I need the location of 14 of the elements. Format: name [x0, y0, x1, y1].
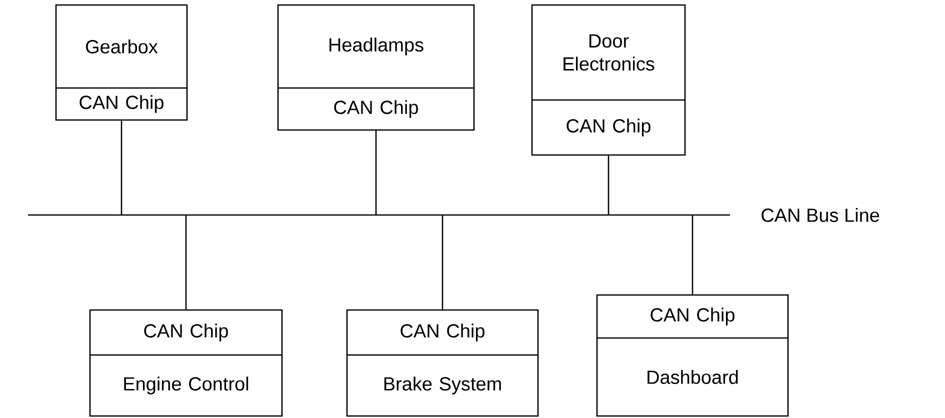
connector-line — [442, 215, 444, 310]
connector-line — [692, 215, 694, 294]
bus-label: CAN Bus Line — [762, 208, 880, 222]
connector-line — [185, 215, 187, 310]
module-box: CAN Chip Brake System — [346, 309, 539, 417]
connector-line — [120, 120, 122, 215]
connector-line — [375, 130, 377, 215]
module-box: Door Electronics CAN Chip — [531, 4, 686, 156]
connector-line — [608, 156, 610, 215]
bus-line — [28, 214, 730, 216]
module-box: Headlamps CAN Chip — [277, 4, 475, 131]
module-box: CAN Chip Engine Control — [89, 309, 283, 417]
module-box: CAN Chip Dashboard — [596, 294, 789, 417]
module-box: Gearbox CAN Chip — [55, 4, 188, 121]
